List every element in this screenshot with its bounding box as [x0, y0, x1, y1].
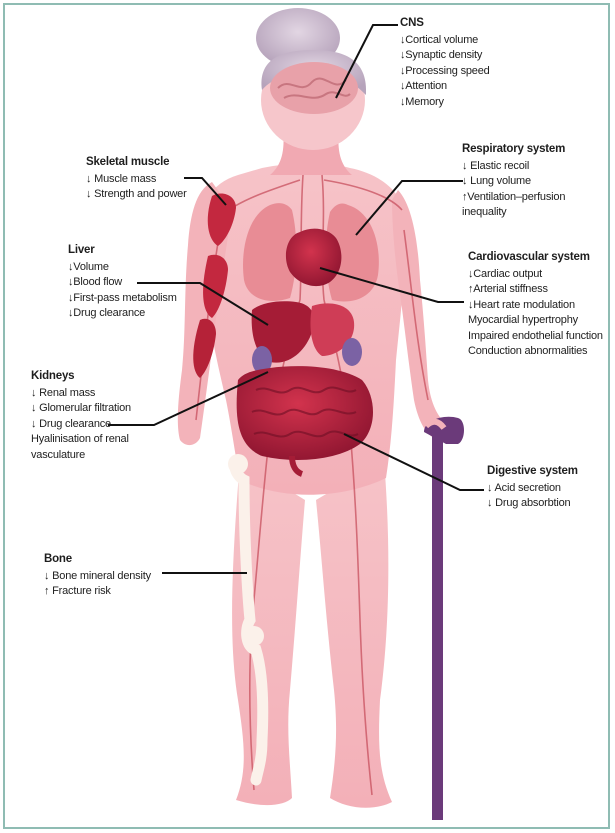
label-skeletal-muscle-item: ↓ Strength and power — [86, 187, 187, 203]
label-respiratory-heading: Respiratory system — [462, 142, 565, 158]
label-cardiovascular-item: Conduction abnormalities — [468, 344, 603, 360]
label-bone: Bone ↓ Bone mineral density ↑ Fracture r… — [44, 552, 151, 600]
label-liver-item: ↓First-pass metabolism — [68, 291, 177, 307]
label-cns-item: ↓Processing speed — [400, 64, 490, 80]
label-kidneys-heading: Kidneys — [31, 369, 131, 385]
label-bone-heading: Bone — [44, 552, 151, 568]
label-liver-item: ↓Blood flow — [68, 275, 177, 291]
label-kidneys-item: ↓ Glomerular filtration — [31, 401, 131, 417]
label-cns-heading: CNS — [400, 16, 490, 32]
label-liver: Liver ↓Volume ↓Blood flow ↓First-pass me… — [68, 243, 177, 322]
label-cardiovascular: Cardiovascular system ↓Cardiac output ↑A… — [468, 250, 603, 360]
label-respiratory-item: ↓ Elastic recoil — [462, 159, 565, 175]
label-kidneys-item: ↓ Renal mass — [31, 386, 131, 402]
cane — [424, 417, 464, 820]
label-bone-item: ↓ Bone mineral density — [44, 569, 151, 585]
label-cardiovascular-item: ↑Arterial stiffness — [468, 282, 603, 298]
label-liver-item: ↓Drug clearance — [68, 306, 177, 322]
label-kidneys-item: Hyalinisation of renal — [31, 432, 131, 448]
label-kidneys-item: ↓ Drug clearance — [31, 417, 131, 433]
label-cardiovascular-item: ↓Cardiac output — [468, 267, 603, 283]
label-kidneys-item: vasculature — [31, 448, 131, 464]
label-kidneys: Kidneys ↓ Renal mass ↓ Glomerular filtra… — [31, 369, 131, 463]
label-respiratory-item: inequality — [462, 205, 565, 221]
label-respiratory: Respiratory system ↓ Elastic recoil ↓ Lu… — [462, 142, 565, 221]
label-skeletal-muscle-heading: Skeletal muscle — [86, 155, 187, 171]
label-digestive-item: ↓ Drug absorbtion — [487, 496, 578, 512]
label-cardiovascular-item: Myocardial hypertrophy — [468, 313, 603, 329]
label-cns-item: ↓Attention — [400, 79, 490, 95]
label-skeletal-muscle-item: ↓ Muscle mass — [86, 172, 187, 188]
brain — [270, 62, 358, 114]
label-cardiovascular-heading: Cardiovascular system — [468, 250, 603, 266]
label-cardiovascular-item: Impaired endothelial function — [468, 329, 603, 345]
label-cardiovascular-item: ↓Heart rate modulation — [468, 298, 603, 314]
label-cns: CNS ↓Cortical volume ↓Synaptic density ↓… — [400, 16, 490, 110]
label-digestive-item: ↓ Acid secretion — [487, 481, 578, 497]
label-cns-item: ↓Synaptic density — [400, 48, 490, 64]
label-liver-heading: Liver — [68, 243, 177, 259]
label-bone-item: ↑ Fracture risk — [44, 584, 151, 600]
label-digestive: Digestive system ↓ Acid secretion ↓ Drug… — [487, 464, 578, 512]
label-cns-item: ↓Memory — [400, 95, 490, 111]
label-cns-item: ↓Cortical volume — [400, 33, 490, 49]
label-digestive-heading: Digestive system — [487, 464, 578, 480]
label-skeletal-muscle: Skeletal muscle ↓ Muscle mass ↓ Strength… — [86, 155, 187, 203]
label-respiratory-item: ↓ Lung volume — [462, 174, 565, 190]
label-respiratory-item: ↑Ventilation–perfusion — [462, 190, 565, 206]
label-liver-item: ↓Volume — [68, 260, 177, 276]
